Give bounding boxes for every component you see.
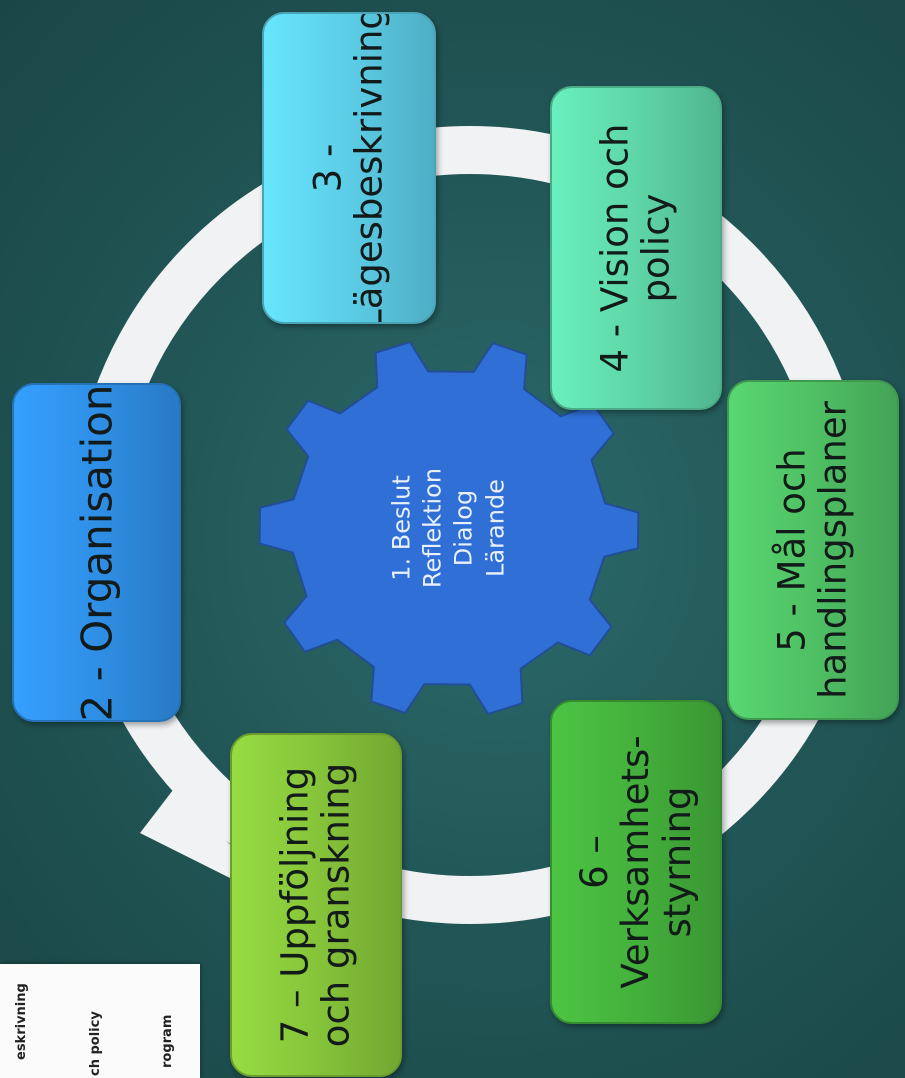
center-gear-text-line: Lärande xyxy=(481,479,510,577)
step-3-lagesbeskrivning-box: 3 -Lägesbeskrivning xyxy=(262,12,436,324)
step-5-label-line: 5 - Mål och xyxy=(770,448,814,652)
center-gear-text-line: Reflektion xyxy=(418,467,447,589)
paper-text-1: eskrivning xyxy=(14,983,29,1060)
step-2-organisation-box: 2 - Organisation xyxy=(12,383,181,722)
step-6-label-line: Verksamhets- xyxy=(614,735,658,989)
center-gear-text-line: Dialog xyxy=(450,489,478,567)
paper-text-2: ch policy xyxy=(88,1011,103,1076)
paper-fragment: eskrivning ch policy rogram xyxy=(0,964,200,1078)
step-6-label-line: styrning xyxy=(655,786,699,938)
step-4-label-line: 4 - Vision och xyxy=(593,123,637,373)
step-5-label-line: handlingsplaner xyxy=(812,401,855,699)
paper-text-3: rogram xyxy=(160,1014,175,1068)
center-gear-text-line: 1. Beslut xyxy=(387,475,416,581)
step-6-label: 6 –Verksamhets-styrning xyxy=(572,735,699,989)
step-3-label-line: 3 - xyxy=(306,143,350,193)
step-3-label: 3 -Lägesbeskrivning xyxy=(306,12,391,324)
step-6-verksamhetsstyrning-box: 6 –Verksamhets-styrning xyxy=(550,700,722,1024)
step-7-label-line: 7 – Uppföljning xyxy=(273,766,317,1044)
step-3-label-line: Lägesbeskrivning xyxy=(348,12,391,324)
step-6-label-line: 6 – xyxy=(572,835,616,889)
step-2-label: 2 - Organisation xyxy=(71,384,121,721)
step-2-label-line: 2 - Organisation xyxy=(71,384,121,721)
gear-shape xyxy=(258,340,640,716)
step-7-label-line: och granskning xyxy=(315,762,358,1048)
step-4-label-line: policy xyxy=(635,193,678,303)
